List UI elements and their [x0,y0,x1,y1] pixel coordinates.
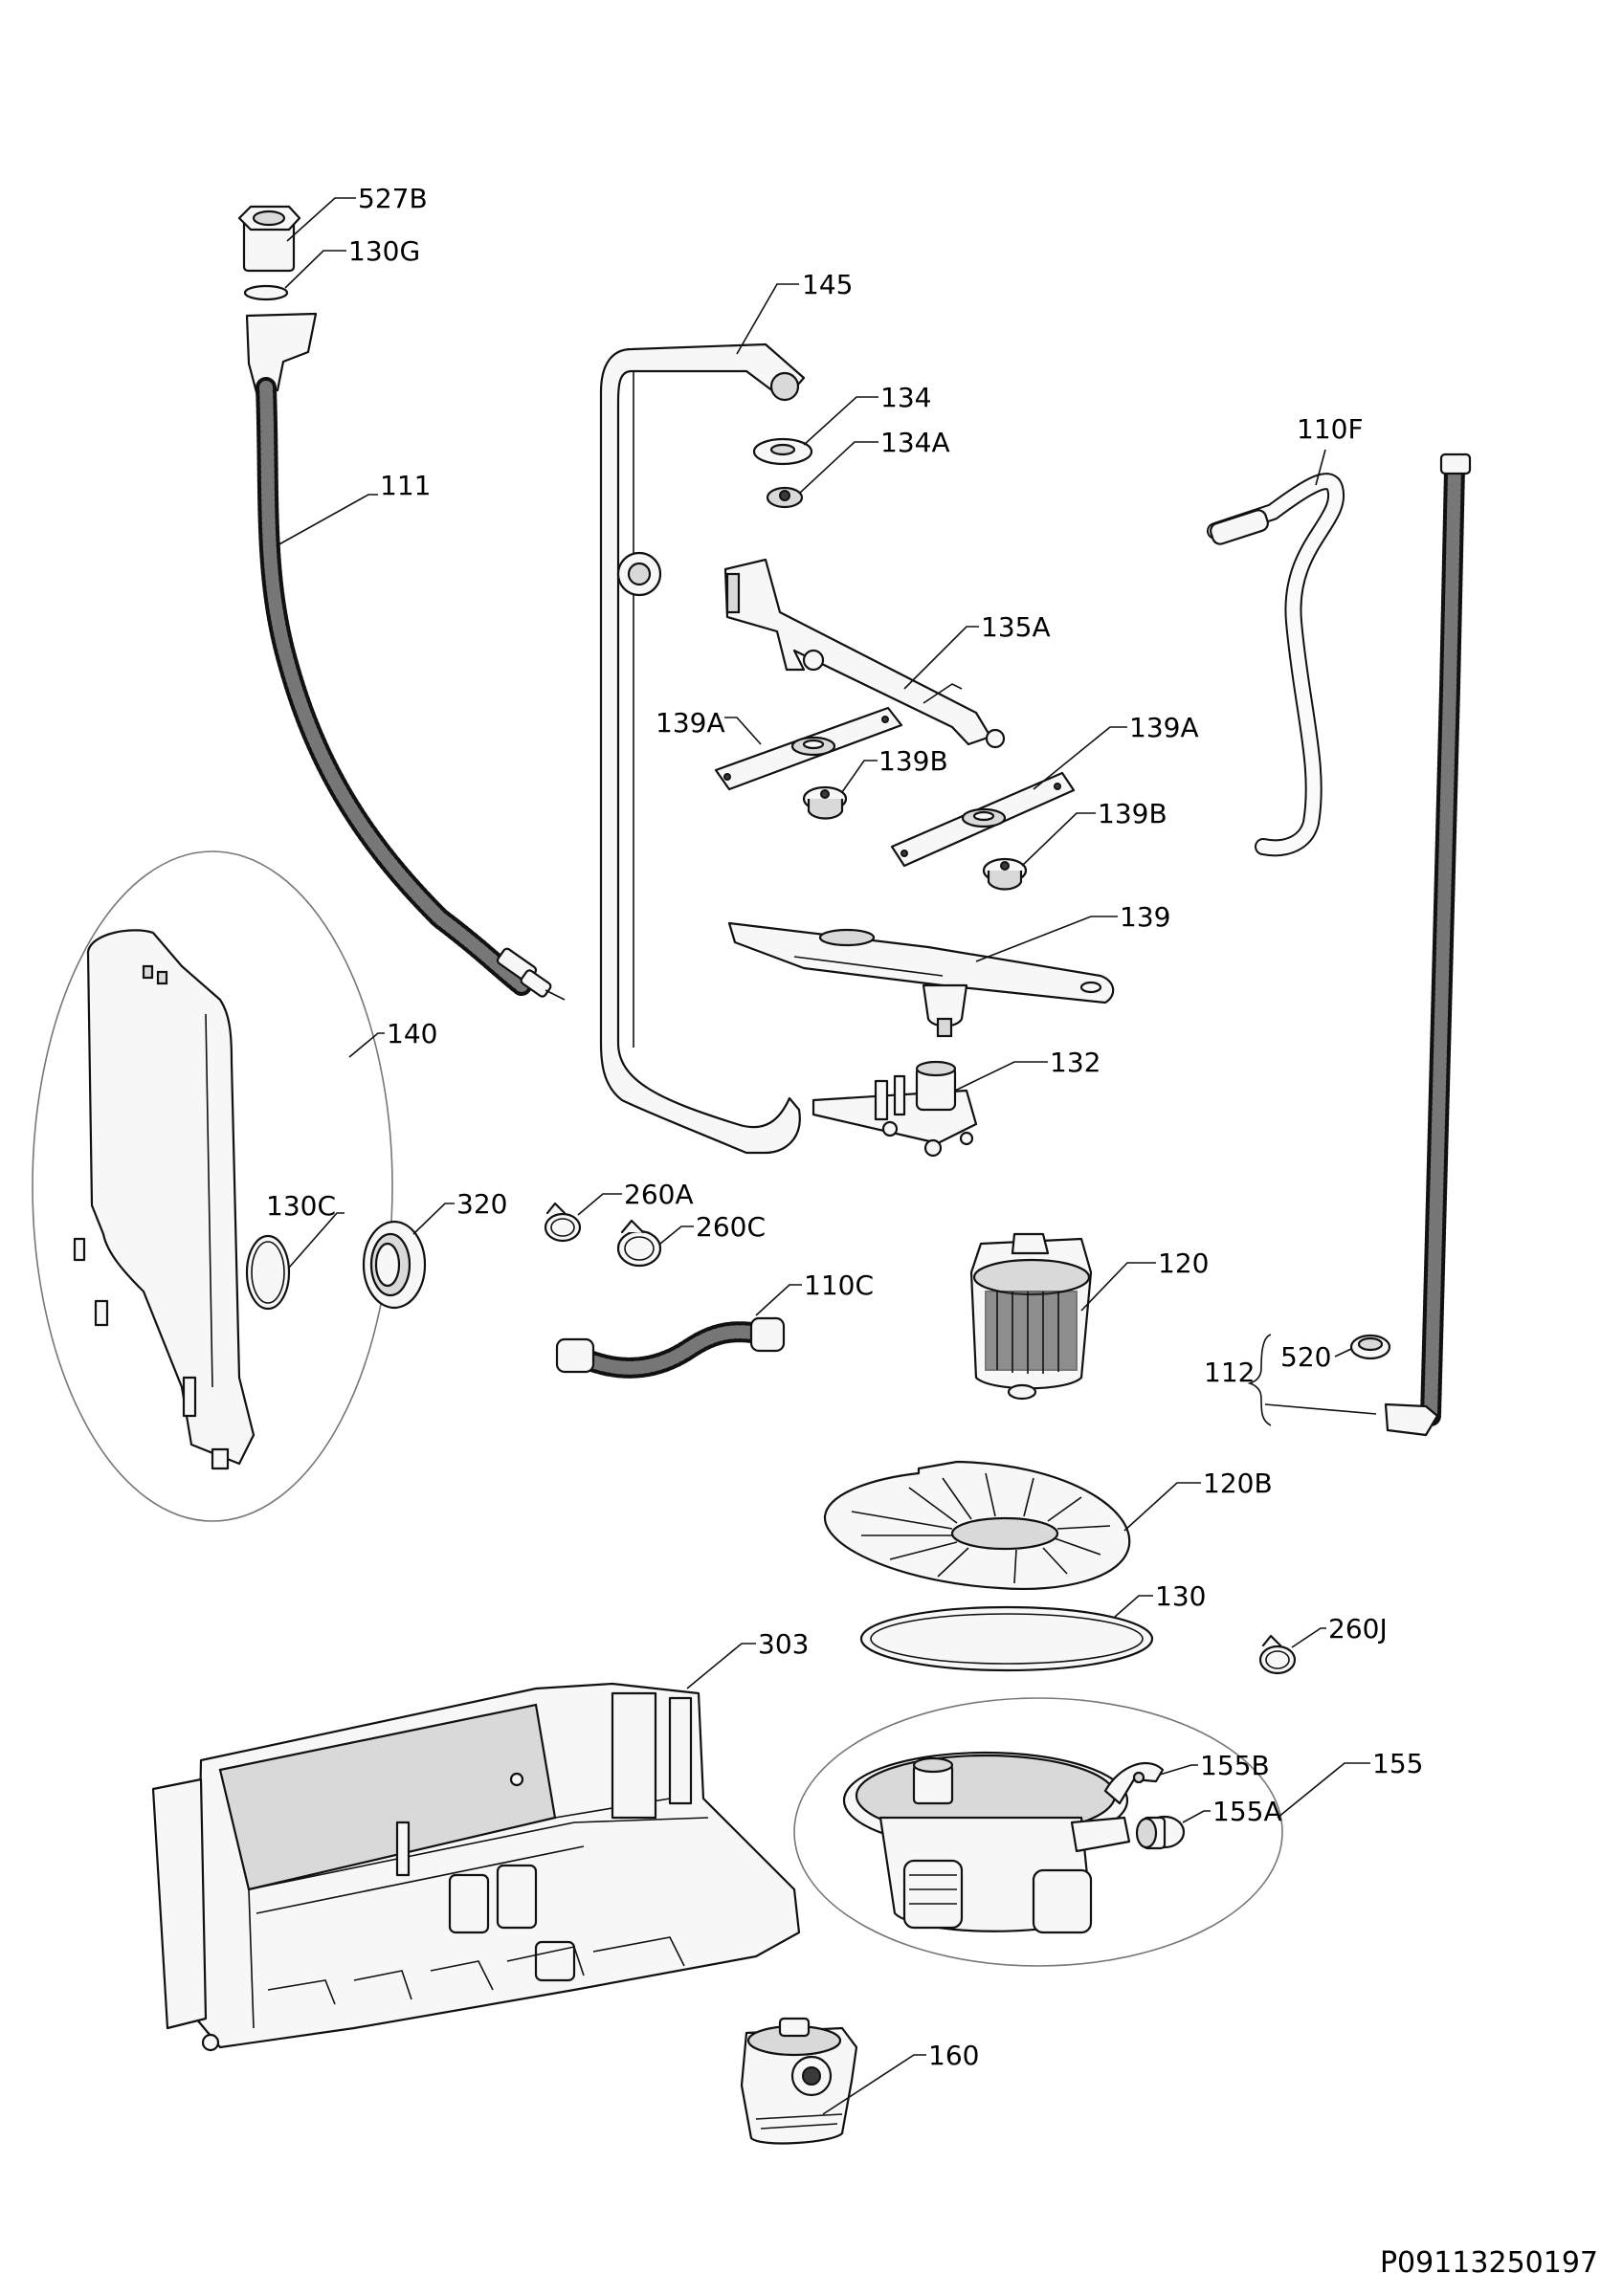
leader-111 [277,494,378,546]
label-160: 160 [928,2040,979,2071]
label-120B: 120B [1203,1468,1273,1499]
leader-130C [288,1212,345,1269]
part-130C-gasket[interactable] [245,1234,291,1311]
label-130: 130 [1155,1580,1206,1612]
label-120: 120 [1158,1247,1209,1279]
detail-ellipse-140 [32,850,393,1522]
leader-135A [903,626,979,690]
leader-139 [975,916,1118,962]
leader-132 [954,1061,1048,1092]
label-155A: 155A [1212,1796,1282,1827]
part-134-nut[interactable] [752,437,813,466]
part-145-spray-pipe[interactable] [599,342,806,1155]
leader-155 [1277,1762,1370,1819]
leader-160 [822,2054,926,2115]
label-134A: 134A [880,427,950,458]
leader-320 [412,1203,455,1235]
leader-130 [1114,1595,1153,1618]
part-112-drain-hose[interactable] [1384,453,1472,1437]
part-139B-left-hub[interactable] [802,785,848,820]
label-145: 145 [802,269,853,300]
label-130C: 130C [266,1190,336,1222]
part-303-base[interactable] [151,1682,801,2052]
label-260J: 260J [1328,1613,1388,1645]
part-139A-right-plate[interactable] [890,771,1076,868]
part-155B-valve[interactable] [1103,1761,1165,1805]
leader-260C [659,1225,694,1245]
label-130G: 130G [348,235,420,267]
part-132-mount[interactable] [812,1060,978,1158]
part-110F-tube[interactable] [1207,473,1345,857]
label-139B-left: 139B [878,745,948,777]
leader-155A [1182,1810,1211,1823]
label-527B: 527B [358,183,428,214]
leader-260J [1291,1627,1326,1648]
part-110C-drain-hose[interactable] [555,1316,786,1379]
part-130G-ring[interactable] [243,284,289,301]
leader-120 [1080,1262,1156,1312]
detail-ellipse-155 [793,1697,1283,1967]
label-260C: 260C [696,1211,766,1243]
leader-112 [1264,1403,1377,1415]
label-110F: 110F [1297,413,1364,445]
part-130-gasket[interactable] [859,1605,1154,1672]
label-112: 112 [1204,1357,1255,1388]
leader-139B-right [1021,812,1096,867]
leader-260A [577,1193,622,1216]
label-111: 111 [380,470,431,501]
leader-303 [686,1643,756,1689]
label-110C: 110C [804,1269,874,1301]
leader-145 [736,283,799,355]
leader-134 [803,396,878,446]
part-155-sump[interactable] [842,1751,1131,1934]
part-139A-left-plate[interactable] [714,706,903,791]
part-140-duct[interactable] [73,929,256,1470]
label-140: 140 [387,1018,437,1049]
label-155: 155 [1372,1748,1423,1779]
label-135A: 135A [981,611,1051,643]
part-160-pump[interactable] [740,2017,858,2145]
label-139A-left: 139A [656,707,725,739]
label-139: 139 [1120,901,1170,933]
leader-139A-left [724,717,762,745]
part-260C-clamp[interactable] [616,1219,662,1268]
part-139-lower-spray-arm[interactable] [727,921,1115,1038]
leader-130G [284,250,346,289]
label-303: 303 [758,1628,809,1660]
part-120-filter[interactable] [969,1232,1093,1401]
leader-110F [1315,449,1326,486]
label-260A: 260A [624,1179,694,1210]
part-139B-right-hub[interactable] [982,857,1028,891]
leader-520 [1334,1348,1352,1358]
label-139A-right: 139A [1129,712,1199,743]
brace-112 [1247,1334,1272,1426]
leader-139B-left [841,760,878,793]
label-134: 134 [880,382,931,413]
label-320: 320 [456,1188,507,1220]
part-155A-connector[interactable] [1135,1815,1186,1850]
document-code: P09113250197 [1380,2246,1598,2280]
part-260A-clamp[interactable] [544,1202,582,1243]
label-520: 520 [1280,1341,1331,1373]
part-260J-clamp[interactable] [1258,1634,1297,1675]
leader-140 [348,1032,385,1058]
leader-134A [798,441,878,495]
leader-110C [755,1284,802,1316]
part-527B-cap-nut[interactable] [237,205,301,273]
label-132: 132 [1050,1047,1101,1078]
part-120B-filter-plate[interactable] [823,1460,1131,1590]
leader-527B [286,197,356,242]
part-135A-spray-arm[interactable] [723,558,1006,749]
leader-155B [1159,1764,1198,1776]
leader-120B [1123,1482,1201,1532]
part-320-seal[interactable] [362,1220,427,1310]
part-111-inlet-hose[interactable] [245,312,566,1001]
leader-139A-right [1033,726,1127,790]
part-134A-nut[interactable] [766,486,804,509]
part-520-cap[interactable] [1349,1334,1391,1360]
label-139B-right: 139B [1098,798,1167,829]
label-155B: 155B [1200,1750,1270,1781]
